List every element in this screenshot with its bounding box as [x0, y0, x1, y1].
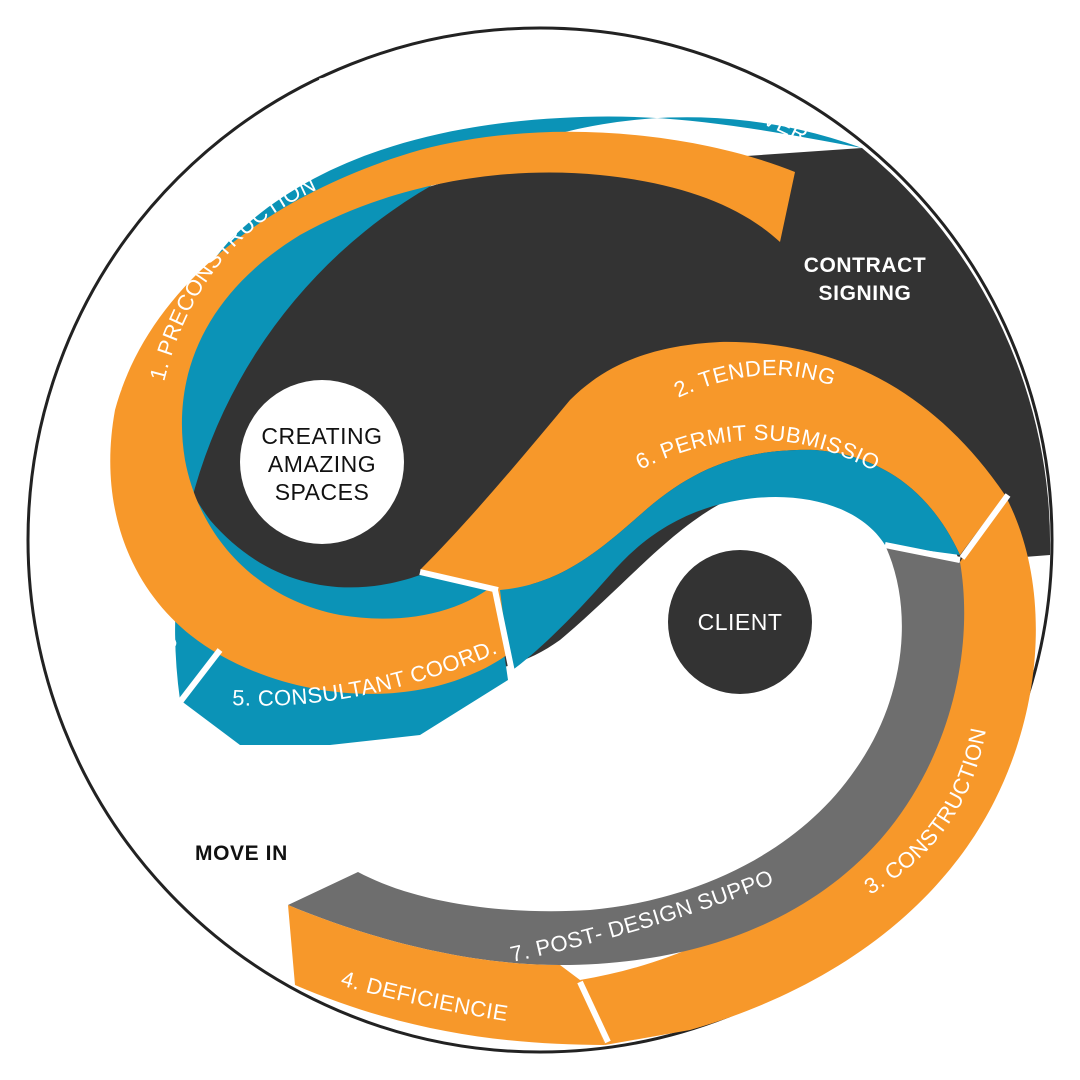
deficiencies-band — [288, 905, 605, 1045]
center-label-line3: SPACES — [275, 479, 370, 505]
segment-separators — [63, 43, 1011, 1044]
tendering-band — [420, 341, 1005, 590]
center-label-line1: CREATING — [261, 423, 382, 449]
center-label-line2: AMAZING — [268, 451, 376, 477]
center-circle — [240, 380, 404, 544]
post-design-band — [288, 545, 965, 965]
design-ring-outer — [167, 116, 863, 745]
permit-band — [500, 449, 960, 672]
preconstruction-band — [110, 131, 795, 694]
contract-signing-line1: CONTRACT — [804, 254, 927, 277]
client-circle — [668, 550, 812, 694]
construction-band — [580, 495, 1036, 1045]
client-label: CLIENT — [698, 609, 783, 635]
move-in-label: MOVE IN — [195, 842, 288, 865]
contract-signing-line2: SIGNING — [819, 282, 912, 305]
